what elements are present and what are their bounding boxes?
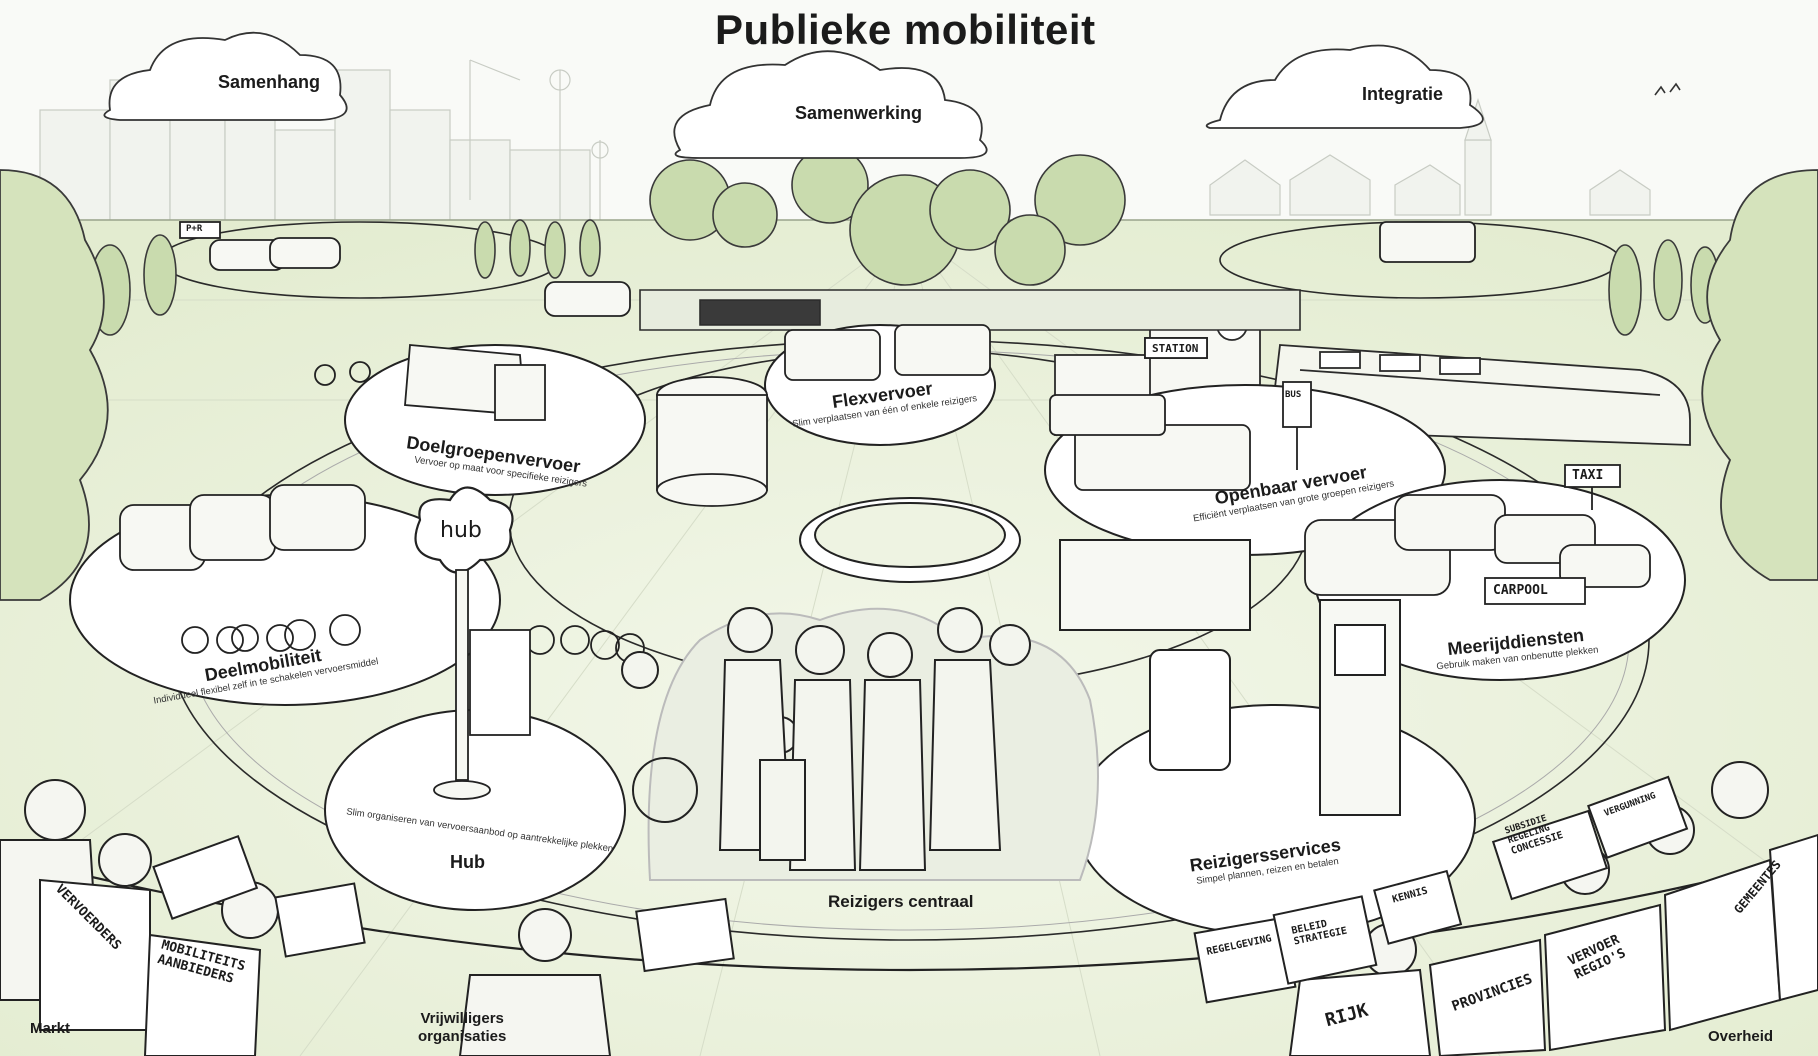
hub-sign (414, 486, 531, 800)
cloud-samenwerking (673, 50, 988, 159)
clouds (103, 31, 1484, 159)
village-skyline (1209, 98, 1651, 216)
stakeholders-left (0, 779, 735, 1056)
cloud-label-integratie: Integratie (1362, 84, 1444, 104)
corner-vrijwilligers-line1: Vrijwilligers (420, 1010, 504, 1027)
station-sign-label: STATION (1152, 342, 1199, 355)
birds (1654, 82, 1681, 96)
city-skyline (39, 59, 609, 221)
stakeholders-right (1193, 761, 1818, 1056)
corner-vrijwilligers-line2: organisaties (418, 1028, 507, 1045)
cloud-integratie (1205, 44, 1484, 129)
center-label: Reizigers centraal (828, 892, 974, 911)
side-trees (0, 169, 1818, 601)
carpool-sign-label: CARPOOL (1493, 583, 1548, 598)
kiosk (656, 376, 768, 507)
fountain (799, 497, 1021, 583)
cloud-label-samenwerking: Samenwerking (795, 103, 923, 123)
corner-overheid: Overheid (1708, 1028, 1774, 1045)
signposts (179, 221, 1621, 605)
vehicles (119, 221, 1651, 596)
taxi-sign-label: TAXI (1572, 468, 1604, 483)
title-hub: Hub (450, 852, 485, 872)
cloud-samenhang (103, 31, 348, 121)
pr-sign-label: P+R (186, 224, 203, 234)
cloud-label-samenhang: Samenhang (218, 72, 321, 92)
corner-vrijwilligers: Vrijwilligers organisaties (418, 1010, 506, 1046)
corner-markt: Markt (30, 1020, 71, 1037)
crowd (621, 607, 1099, 881)
bus-sign-label: BUS (1285, 390, 1302, 400)
trees (89, 146, 1720, 336)
page-title: Publieke mobiliteit (715, 6, 1096, 53)
ticket-machine (1059, 539, 1401, 816)
railway (639, 289, 1301, 331)
hub-sign-label: hub (440, 518, 482, 543)
